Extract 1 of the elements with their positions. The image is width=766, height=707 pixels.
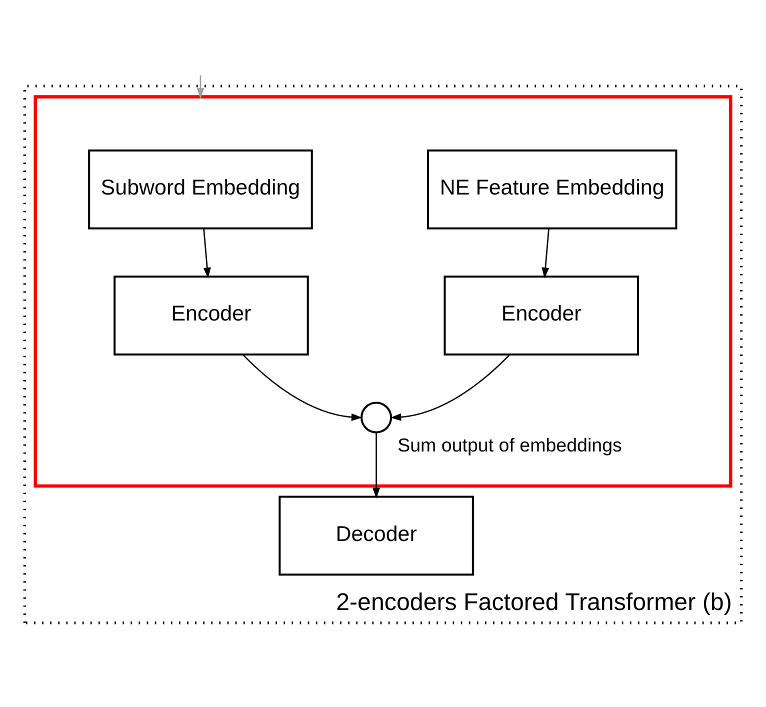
node-label: Sum output of embeddings	[398, 434, 622, 456]
